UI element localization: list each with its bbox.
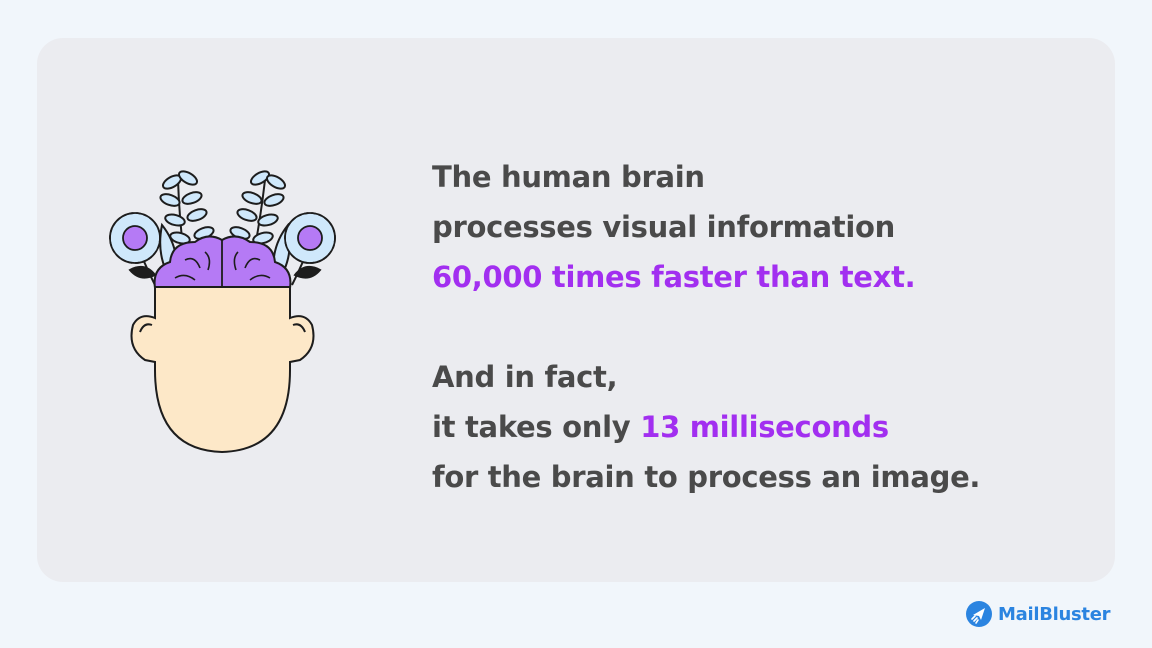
p1-line2: processes visual information xyxy=(432,210,895,244)
fact-text: The human brain processes visual informa… xyxy=(432,152,980,502)
p2-line2: it takes only 13 milliseconds xyxy=(432,402,980,452)
p2-line2-prefix: it takes only xyxy=(432,410,641,444)
p2-highlight: 13 milliseconds xyxy=(640,410,889,444)
head-brain-flowers-icon xyxy=(109,170,336,454)
brand-logo: MailBluster xyxy=(966,601,1111,627)
paper-plane-icon xyxy=(966,601,992,627)
p1-line1: The human brain xyxy=(432,160,705,194)
brand-name: MailBluster xyxy=(998,603,1111,625)
p2-line1: And in fact, xyxy=(432,360,618,394)
p2-line3: for the brain to process an image. xyxy=(432,460,981,494)
p1-highlight: 60,000 times faster than text. xyxy=(432,260,916,294)
